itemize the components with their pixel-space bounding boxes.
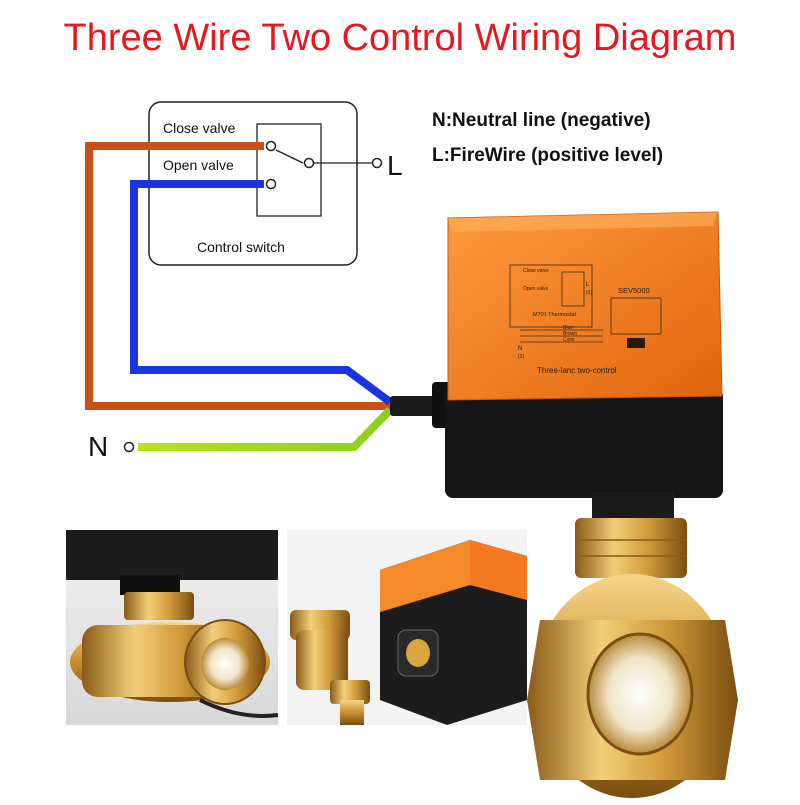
actuator-wire-brown: Brown xyxy=(563,331,577,337)
actuator-wire-blue: Blue xyxy=(563,325,573,331)
actuator-term-l-num: (1) xyxy=(586,290,592,296)
actuator-term-n-num: (2) xyxy=(518,354,524,360)
close-contact xyxy=(265,140,277,152)
actuator-term-n: N xyxy=(518,346,522,352)
legend-fire: L:FireWire (positive level) xyxy=(432,145,664,166)
common-contact xyxy=(303,157,315,169)
actuator-wire-color: Color xyxy=(563,337,575,343)
actuator-main: Close valve Open valve M701 Thermostat L… xyxy=(445,211,723,498)
actuator-inner-thermostat: M701 Thermostat xyxy=(533,312,576,318)
neutral-wire xyxy=(138,407,393,451)
legend-neutral: N:Neutral line (negative) xyxy=(432,110,651,131)
open-valve-label: Open valve xyxy=(163,157,234,173)
main-valve-body xyxy=(527,492,738,798)
blue-wire xyxy=(130,180,393,406)
control-switch-caption: Control switch xyxy=(197,239,285,255)
switch-body xyxy=(256,123,322,217)
switch-lever xyxy=(275,149,304,164)
terminal-l-label: L xyxy=(387,150,403,181)
terminal-n-dot xyxy=(123,441,135,453)
actuator-inner-close: Close valve xyxy=(523,268,549,274)
actuator-label: Three-lanc two-control xyxy=(537,366,617,375)
actuator-model: SEV5000 xyxy=(618,286,650,295)
actuator-inner-open: Open valve xyxy=(523,286,549,292)
brown-wire xyxy=(85,142,392,410)
diagram-title: Three Wire Two Control Wiring Diagram xyxy=(63,17,737,59)
terminal-n-label: N xyxy=(88,431,108,462)
photo-ball-valve xyxy=(66,530,279,725)
photo-actuator-valve xyxy=(287,530,527,725)
open-contact xyxy=(265,178,277,190)
terminal-l-dot xyxy=(371,157,383,169)
actuator-term-l: L xyxy=(586,282,590,288)
close-valve-label: Close valve xyxy=(163,120,236,136)
